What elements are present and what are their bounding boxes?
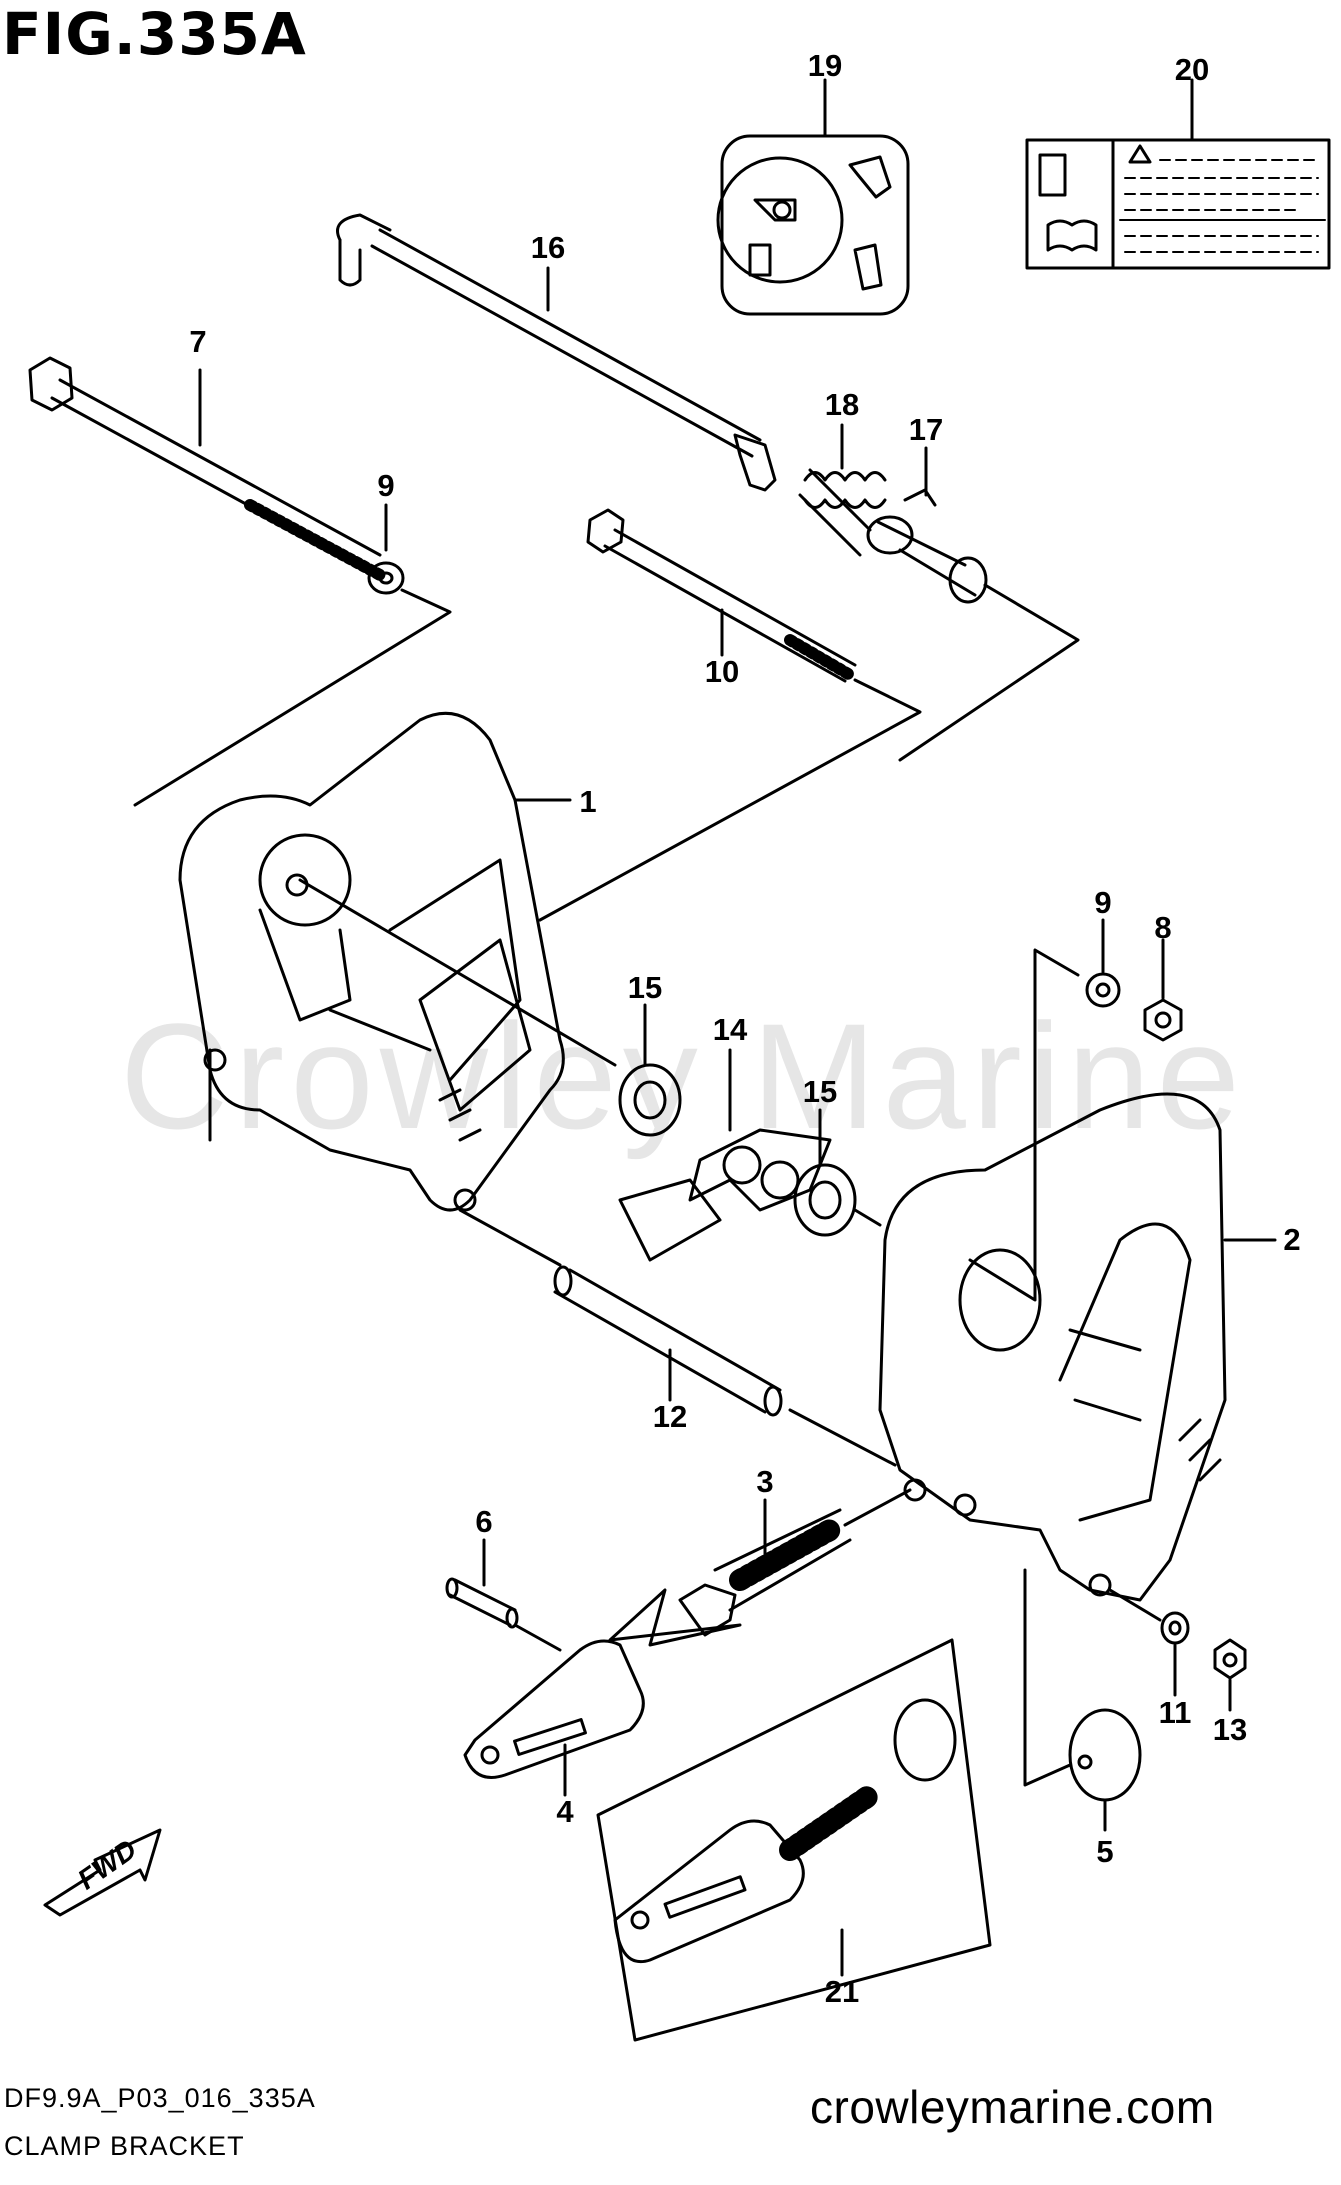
part-14-plate	[618, 1128, 832, 1262]
callout-7: 7	[189, 324, 207, 359]
callout-15-right: 15	[802, 1074, 838, 1109]
callout-17: 17	[908, 412, 944, 447]
figure-name: CLAMP BRACKET	[4, 2131, 245, 2161]
callout-6: 6	[475, 1504, 493, 1539]
site-link[interactable]: crowleymarine.com	[810, 2081, 1215, 2133]
watermark: Crowley Marine	[120, 992, 1246, 1160]
figure-title: FIG.335A	[2, 0, 307, 68]
callout-10: 10	[704, 654, 740, 689]
callout-13: 13	[1212, 1712, 1248, 1747]
part-15-bushing-right	[793, 1163, 857, 1237]
callout-5: 5	[1096, 1834, 1114, 1869]
part-9-washer-right	[1085, 972, 1121, 1008]
part-17-collar	[866, 488, 988, 604]
part-19-sticker	[716, 134, 910, 316]
part-21-assembly	[596, 1638, 992, 2042]
callout-4: 4	[556, 1794, 574, 1829]
part-7-bolt	[28, 356, 386, 581]
callout-2: 2	[1283, 1222, 1301, 1257]
part-3-screw	[678, 1508, 852, 1637]
callout-3: 3	[756, 1464, 774, 1499]
fwd-arrow-icon	[43, 1828, 162, 1917]
figure-code: DF9.9A_P03_016_335A	[4, 2083, 316, 2113]
callout-21: 21	[824, 1974, 860, 2009]
callout-16: 16	[530, 230, 566, 265]
part-9-washer-upper	[367, 561, 405, 595]
part-4-lever	[463, 1639, 645, 1779]
part-12-pin	[553, 1265, 783, 1417]
callout-9-upper: 9	[377, 468, 395, 503]
part-18-spring	[798, 468, 887, 557]
callout-14: 14	[712, 1012, 748, 1047]
callout-19: 19	[807, 48, 843, 83]
callout-18: 18	[824, 387, 860, 422]
part-1-clamp-bracket	[178, 711, 565, 1212]
callout-9-right: 9	[1094, 885, 1112, 920]
part-11-washer	[1160, 1611, 1190, 1645]
callout-20: 20	[1174, 52, 1210, 87]
part-15-bushing-left	[618, 1063, 682, 1137]
part-10-bolt	[586, 508, 857, 683]
callout-1: 1	[579, 784, 597, 819]
part-6-pin	[445, 1577, 519, 1629]
part-13-nut	[1213, 1638, 1247, 1680]
callout-12: 12	[652, 1399, 688, 1434]
part-20-label	[1025, 138, 1331, 270]
callout-15-left: 15	[627, 970, 663, 1005]
part-16-rod	[336, 213, 777, 492]
callout-11: 11	[1158, 1695, 1192, 1730]
part-8-nut	[1143, 998, 1183, 1042]
part-2-clamp-bracket	[878, 1092, 1227, 1602]
axis-line-1	[298, 878, 617, 1067]
callout-8: 8	[1154, 910, 1172, 945]
part-5-disc	[1068, 1708, 1142, 1802]
